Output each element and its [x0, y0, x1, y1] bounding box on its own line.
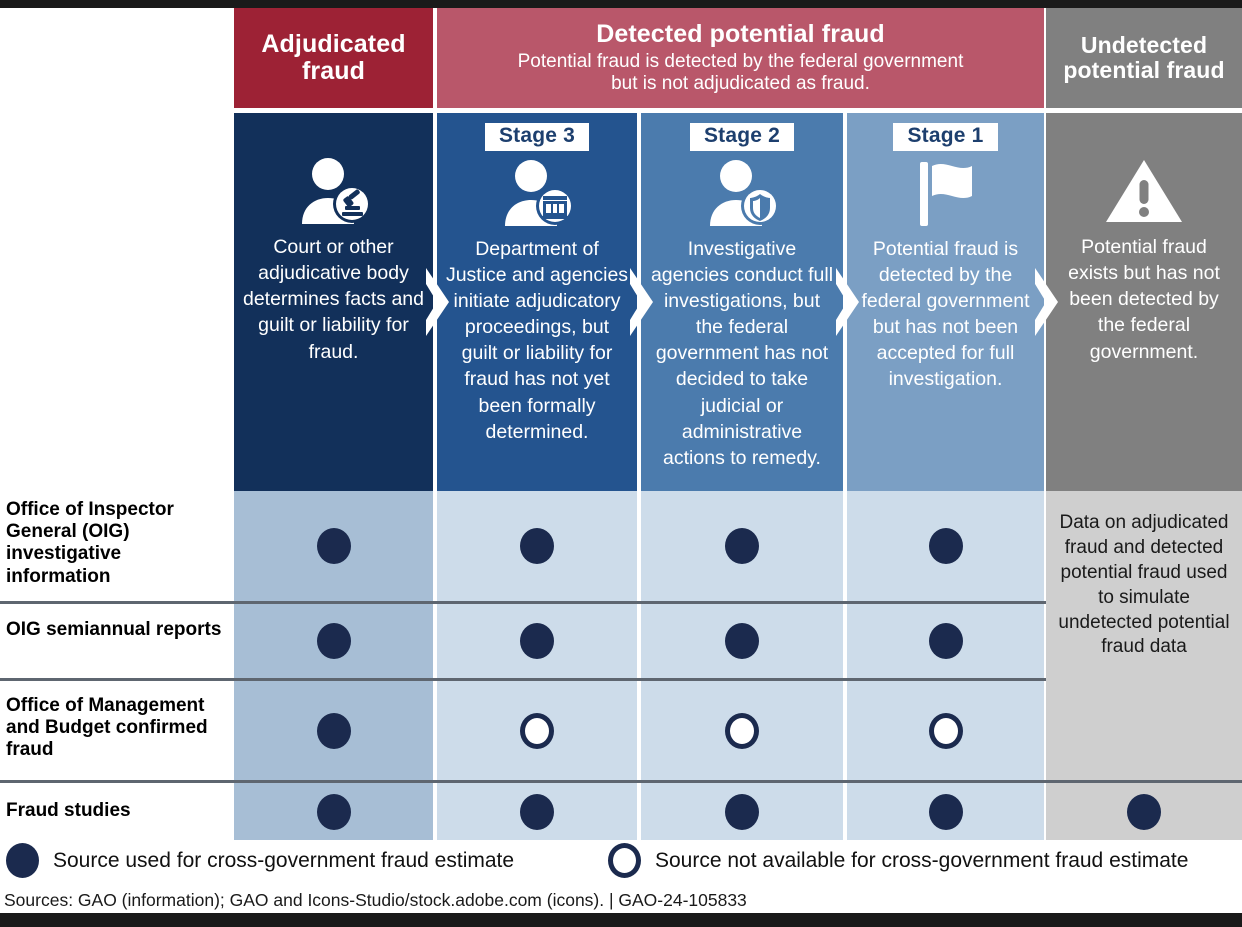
cell-r4-c6	[1046, 783, 1242, 840]
dot-hollow-icon	[725, 712, 759, 749]
cell-r3-c4	[847, 681, 1044, 780]
row-label-oig-semiannual-reports: OIG semiannual reports	[6, 619, 222, 640]
dot-filled-icon	[316, 528, 351, 564]
dot-filled-icon	[520, 528, 554, 564]
column-stage-3: Stage 3 Department	[437, 113, 637, 491]
stage-3-label: Stage 3	[484, 123, 590, 151]
category-detected-title: Detected potential fraud	[596, 19, 885, 48]
warning-triangle-icon	[1100, 154, 1188, 228]
cell-r4-c3	[641, 783, 843, 840]
cell-r2-c1	[234, 604, 433, 678]
dot-hollow-icon	[928, 712, 963, 749]
row-label-fraud-studies: Fraud studies	[6, 800, 131, 821]
column-stage-1: Stage 1 Potential fraud is detected by t…	[847, 113, 1044, 491]
cell-r2-c4	[847, 604, 1044, 678]
dot-filled-icon	[725, 623, 759, 659]
column-stage-3-description: Department of Justice and agencies initi…	[445, 237, 629, 443]
cell-r2-c3	[641, 604, 843, 678]
column-undetected-description: Potential fraud exists but has not been …	[1068, 236, 1220, 363]
row-label-oig-investigative-information: Office of Inspector General (OIG) invest…	[6, 499, 174, 587]
dot-filled-icon	[316, 623, 351, 659]
dot-filled-icon	[725, 528, 759, 564]
stage-2-label: Stage 2	[689, 123, 795, 151]
category-detected-subtitle: Potential fraud is detected by the feder…	[517, 50, 964, 94]
cell-r1-c1	[234, 491, 433, 601]
column-adjudicated-description: Court or other adjudicative body determi…	[242, 236, 424, 363]
bottom-black-bar	[0, 913, 1242, 927]
column-adjudicated-fraud: Court or other adjudicative body determi…	[234, 113, 433, 491]
dot-filled-icon	[316, 793, 351, 830]
undetected-note: Data on adjudicated fraud and detected p…	[1058, 512, 1230, 658]
stage-1-label: Stage 1	[893, 123, 998, 151]
person-gavel-icon	[290, 154, 378, 228]
column-stage-2: Stage 2 Investigative agencies conduct f…	[641, 113, 843, 491]
cell-r4-c1	[234, 783, 433, 840]
legend-item-not-available: Source not available for cross-governmen…	[608, 843, 1188, 878]
cell-r3-c3	[641, 681, 843, 780]
legend: Source used for cross-government fraud e…	[0, 843, 1242, 883]
legend-label-used: Source used for cross-government fraud e…	[53, 848, 515, 872]
row-divider-2	[0, 678, 1046, 681]
row-label-omb-confirmed-fraud: Office of Management and Budget confirme…	[6, 695, 208, 761]
source-note: Sources: GAO (information); GAO and Icon…	[4, 890, 747, 910]
column-undetected-potential-fraud: Potential fraud exists but has not been …	[1046, 113, 1242, 491]
legend-label-not-available: Source not available for cross-governmen…	[655, 848, 1189, 872]
dot-filled-icon	[928, 793, 963, 830]
flag-icon	[902, 156, 990, 230]
column-stage-1-description: Potential fraud is detected by the feder…	[861, 237, 1030, 391]
dot-filled-icon	[520, 793, 554, 830]
category-detected-potential-fraud: Detected potential fraud Potential fraud…	[437, 8, 1044, 108]
dot-filled-icon	[1127, 793, 1161, 830]
legend-item-used: Source used for cross-government fraud e…	[6, 843, 514, 878]
dot-filled-icon	[6, 843, 39, 878]
person-courthouse-icon	[493, 156, 581, 230]
top-black-bar	[0, 0, 1242, 8]
cell-r4-c5	[847, 783, 1044, 840]
column-stage-2-description: Investigative agencies conduct full inve…	[650, 237, 834, 469]
cell-r4-c2	[437, 783, 637, 840]
dot-hollow-icon	[608, 843, 641, 878]
dot-filled-icon	[928, 623, 963, 659]
cell-r1-c2	[437, 491, 637, 601]
source-matrix: Data on adjudicated fraud and detected p…	[0, 491, 1242, 840]
row-divider-3	[0, 780, 1242, 783]
stage-columns-band: Court or other adjudicative body determi…	[0, 113, 1242, 491]
row-divider-1	[0, 601, 1046, 604]
cell-r2-c2	[437, 604, 637, 678]
cell-r3-c1	[234, 681, 433, 780]
dot-hollow-icon	[520, 712, 554, 749]
person-shield-icon	[698, 156, 786, 230]
dot-filled-icon	[520, 623, 554, 659]
dot-filled-icon	[725, 793, 759, 830]
dot-filled-icon	[316, 712, 351, 749]
dot-filled-icon	[928, 528, 963, 564]
cell-r3-c2	[437, 681, 637, 780]
cell-r1-c4	[847, 491, 1044, 601]
cell-r1-c3	[641, 491, 843, 601]
